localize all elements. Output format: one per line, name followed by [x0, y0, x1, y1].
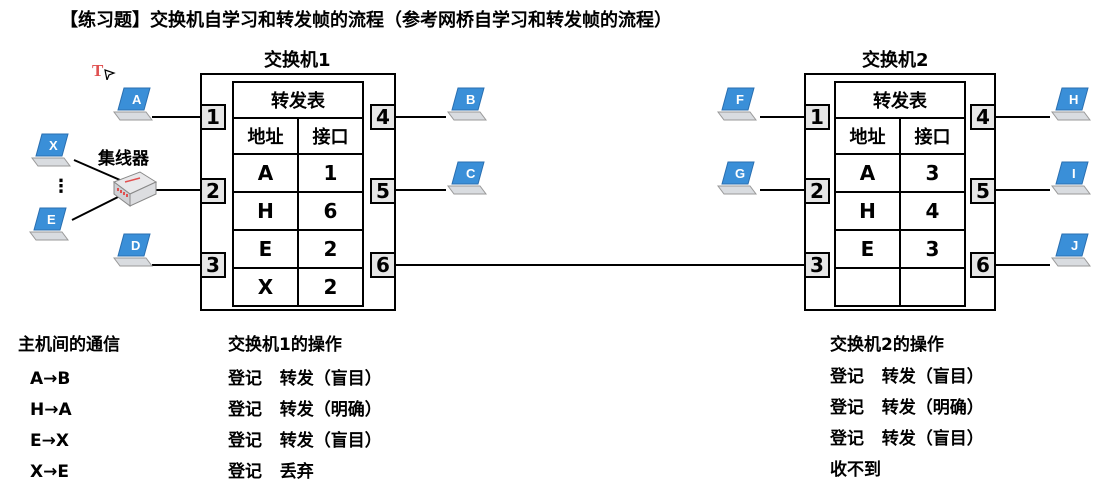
- host-label-i: I: [1072, 166, 1076, 181]
- laptop-icon[interactable]: G: [716, 160, 760, 200]
- switch2-label: 交换机2: [862, 50, 929, 71]
- ellipsis-dots: ⋮: [52, 176, 70, 197]
- laptop-icon[interactable]: D: [112, 232, 156, 272]
- address-cell: E: [834, 229, 901, 269]
- svg-text:T: T: [92, 61, 104, 80]
- comm-heading: 主机间的通信: [18, 335, 120, 355]
- hub-icon[interactable]: [110, 168, 158, 210]
- port-cell: 6: [297, 191, 364, 231]
- port-cell: [899, 267, 966, 307]
- switch1-port-5[interactable]: 5: [370, 178, 396, 204]
- laptop-icon[interactable]: A: [112, 86, 156, 126]
- host-label-c: C: [466, 166, 476, 181]
- text-tool-icon: T: [92, 61, 116, 80]
- laptop-icon[interactable]: X: [30, 132, 74, 172]
- switch1-port-3[interactable]: 3: [200, 252, 226, 278]
- switch1-port-1[interactable]: 1: [200, 104, 226, 130]
- address-cell: E: [232, 229, 299, 269]
- port-cell: 3: [899, 229, 966, 269]
- table-row: [834, 267, 966, 307]
- laptop-icon[interactable]: E: [28, 206, 72, 246]
- switch1-port-6[interactable]: 6: [370, 252, 396, 278]
- host-label-a: A: [132, 92, 142, 107]
- table-caption: 转发表: [232, 81, 364, 119]
- port-cell: 4: [899, 191, 966, 231]
- host-label-d: D: [131, 238, 140, 253]
- switch2-port-4[interactable]: 4: [970, 104, 996, 130]
- address-cell: X: [232, 267, 299, 307]
- address-cell: A: [834, 153, 901, 193]
- host-label-e: E: [47, 212, 56, 227]
- list-item: 登记 转发（盲目）: [228, 431, 382, 451]
- laptop-icon[interactable]: J: [1050, 232, 1094, 272]
- col-address-header: 地址: [232, 117, 299, 155]
- laptop-icon[interactable]: B: [446, 86, 490, 126]
- list-item: 收不到: [830, 460, 881, 480]
- host-label-g: G: [735, 166, 745, 181]
- list-item: 登记 转发（明确）: [830, 398, 984, 418]
- laptop-icon[interactable]: H: [1050, 86, 1094, 126]
- address-cell: A: [232, 153, 299, 193]
- switch2-port-6[interactable]: 6: [970, 252, 996, 278]
- laptop-icon[interactable]: C: [446, 160, 490, 200]
- port-cell: 1: [297, 153, 364, 193]
- ops2-heading: 交换机2的操作: [830, 335, 944, 355]
- list-item: A→B: [30, 369, 71, 389]
- list-item: 登记 转发（明确）: [228, 400, 382, 420]
- list-item: E→X: [30, 431, 69, 451]
- page-title: 【练习题】交换机自学习和转发帧的流程（参考网桥自学习和转发帧的流程）: [60, 10, 672, 31]
- switch2-port-1[interactable]: 1: [804, 104, 830, 130]
- table-caption: 转发表: [834, 81, 966, 119]
- switch1-port-4[interactable]: 4: [370, 104, 396, 130]
- host-label-h: H: [1069, 92, 1078, 107]
- switch2-port-5[interactable]: 5: [970, 178, 996, 204]
- port-cell: 2: [297, 229, 364, 269]
- host-label-f: F: [736, 92, 744, 107]
- laptop-icon[interactable]: F: [716, 86, 760, 126]
- address-cell: [834, 267, 901, 307]
- host-label-b: B: [466, 92, 475, 107]
- list-item: 登记 转发（盲目）: [830, 367, 984, 387]
- switch1-label: 交换机1: [264, 50, 331, 71]
- col-address-header: 地址: [834, 117, 901, 155]
- laptop-icon[interactable]: I: [1050, 160, 1094, 200]
- switch2-port-2[interactable]: 2: [804, 178, 830, 204]
- hub-label: 集线器: [98, 149, 149, 169]
- col-port-header: 接口: [297, 117, 364, 155]
- col-port-header: 接口: [899, 117, 966, 155]
- switch2-port-3[interactable]: 3: [804, 252, 830, 278]
- port-cell: 2: [297, 267, 364, 307]
- address-cell: H: [232, 191, 299, 231]
- port-cell: 3: [899, 153, 966, 193]
- list-item: 登记 丢弃: [228, 462, 314, 482]
- switch1-port-2[interactable]: 2: [200, 178, 226, 204]
- address-cell: H: [834, 191, 901, 231]
- list-item: H→A: [30, 400, 72, 420]
- list-item: X→E: [30, 462, 69, 482]
- ops1-heading: 交换机1的操作: [228, 335, 342, 355]
- list-item: 登记 转发（盲目）: [228, 369, 382, 389]
- host-label-j: J: [1071, 238, 1078, 253]
- list-item: 登记 转发（盲目）: [830, 429, 984, 449]
- host-label-x: X: [49, 138, 58, 153]
